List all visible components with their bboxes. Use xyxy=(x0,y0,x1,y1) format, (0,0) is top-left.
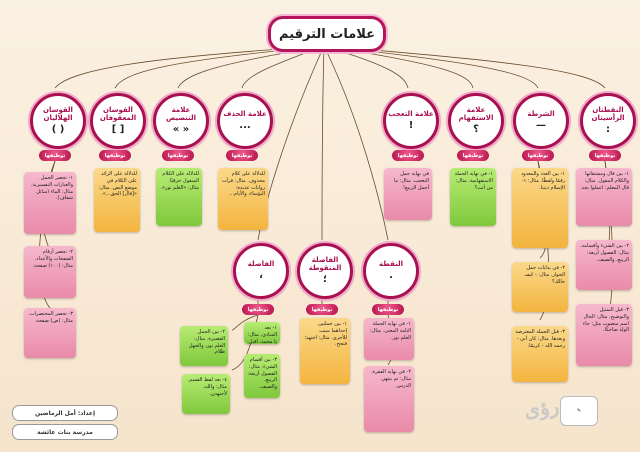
usage-pill: توظيفها xyxy=(392,150,424,161)
node-semicolon: الفاصلة المنقوطة؛ xyxy=(297,243,353,299)
diagram-title: علامات الترقيم xyxy=(268,16,386,52)
usage-box: للدلالة على الزائد على الكلام في موضع ال… xyxy=(94,168,140,232)
usage-box: ١- في نهاية الجملة التامة المعنى. مثال: … xyxy=(364,318,414,360)
usage-pill: توظيفها xyxy=(162,150,194,161)
usage-box: ٣- قبل الجملة المعترضة وبعدها. مثال: كان… xyxy=(512,326,568,382)
usage-pill: توظيفها xyxy=(457,150,489,161)
usage-pill: توظيفها xyxy=(522,150,554,161)
usage-box: ١- بعد المنادى. مثال: يا محمد، أقبل. xyxy=(244,322,280,344)
watermark-logo: رؤى xyxy=(522,393,561,423)
school-credit: مدرسة بنات عائشة xyxy=(12,424,118,440)
usage-box: في نهاية جمل التعجب. مثال: ما أجمل الربي… xyxy=(384,168,432,220)
usage-box: ١- بين قال ومشتقاتها والكلام المقول. مثا… xyxy=(576,168,632,226)
node-comma: الفاصلة، xyxy=(233,243,289,299)
node-quotation-marks: علامة التنصيص« » xyxy=(153,93,209,149)
usage-pill: توظيفها xyxy=(99,150,131,161)
node-parentheses: القوسان الهلاليان( ) xyxy=(30,93,86,149)
usage-box: ٣- تحصر المختصرات. مثال: (ص) صفحة. xyxy=(24,308,76,358)
usage-box: ١- بين العدد والمعدود رقمًا ولفظًا. مثال… xyxy=(512,168,568,248)
node-dash: الشرطة— xyxy=(513,93,569,149)
usage-pill: توظيفها xyxy=(242,304,274,315)
usage-box: ٢- في بدايات جمل الحوار. مثال: - كيف حال… xyxy=(512,262,568,312)
stamp-badge: ✎ xyxy=(560,396,598,426)
node-ellipsis: علامة الحذف... xyxy=(217,93,273,149)
usage-box: ٣- بين أقسام الشيء. مثال: الفصول أربعة: … xyxy=(244,354,280,398)
usage-box: ٢- في نهاية الفقرة. مثال: ثم ينتهي الدرس… xyxy=(364,366,414,432)
usage-box: ٣- قبل التمثيل والتوضيح. مثال: الحال اسم… xyxy=(576,304,632,366)
node-colon: النقطتان الرأسيتان: xyxy=(580,93,636,149)
usage-pill: توظيفها xyxy=(306,304,338,315)
usage-box: ٢- بين الجمل القصيرة. مثال: العلم نور، و… xyxy=(180,326,228,366)
usage-box: ١- بين جملتين إحداهما سبب للأخرى. مثال: … xyxy=(300,318,350,384)
node-square-brackets: القوسان المعقوفان[ ] xyxy=(90,93,146,149)
node-question-mark: علامة الاستفهام؟ xyxy=(448,93,504,149)
usage-box: ٢- تحصر أرقام الصفحات والأعداد. مثال: (١… xyxy=(24,246,76,298)
usage-box: ١- تحصر الجمل والعبارات التفسيرية. مثال:… xyxy=(24,172,76,234)
usage-box: للدلالة على الكلام المنقول حرفيًا. مثال:… xyxy=(156,168,202,226)
usage-box: للدلالة على كلام محذوف. مثال: قرأت روايا… xyxy=(218,168,268,230)
usage-pill: توظيفها xyxy=(372,304,404,315)
usage-pill: توظيفها xyxy=(39,150,71,161)
stamp-icon: ✎ xyxy=(576,408,582,414)
author-credit: إعداد: أمل الرماضين xyxy=(12,405,118,421)
node-exclamation-mark: علامة التعجب! xyxy=(383,93,439,149)
usage-pill: توظيفها xyxy=(226,150,258,161)
usage-box: ٤- بعد لفظ القسم. مثال: والله، لأجتهدن. xyxy=(182,374,230,414)
usage-box: ٢- بين الشيء وأقسامه. مثال: الفصول أربعة… xyxy=(576,240,632,290)
usage-box: ١- في نهاية الجملة الاستفهامية. مثال: من… xyxy=(450,168,496,226)
usage-pill: توظيفها xyxy=(589,150,621,161)
node-period: النقطة. xyxy=(363,243,419,299)
